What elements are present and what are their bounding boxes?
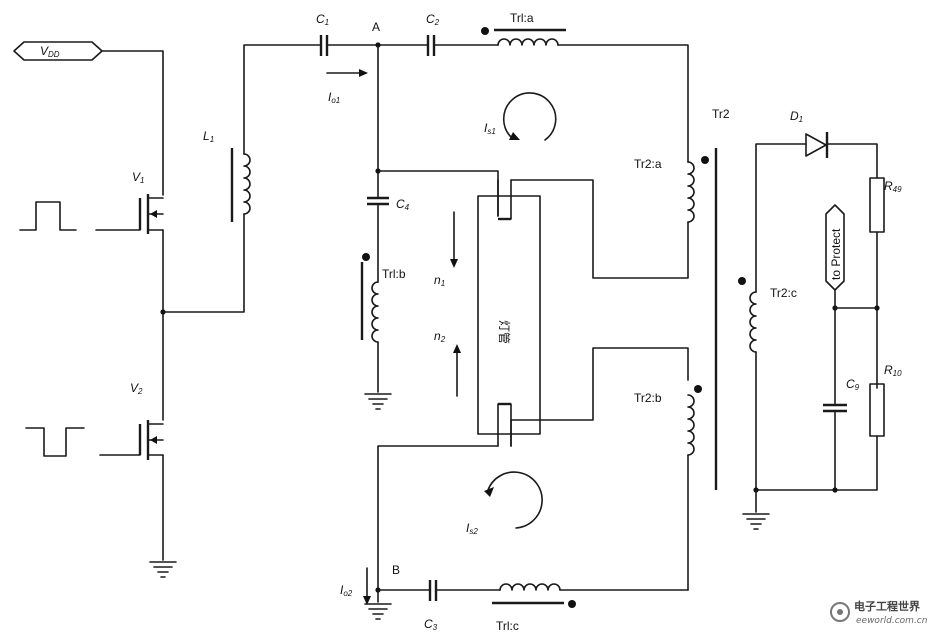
n2-label: n2 [434,329,446,344]
io2-label: Io2 [340,583,353,598]
winding-tr2-c: Tr2:c [738,143,807,491]
capacitor-c9: C9 [823,377,860,413]
n2-arrow: n2 [434,329,461,397]
mosfet-v2: V2 [99,381,164,460]
trl-b-label: Trl:b [382,267,406,281]
ground-symbol [149,561,177,578]
mosfet-v1: V1 [95,170,164,234]
c1-label: C1 [316,12,329,27]
tr2-c-label: Tr2:c [770,286,797,300]
winding-trl-c: Trl:c [492,583,576,633]
v1-label: V1 [132,170,144,185]
winding-trl-b: Trl:b [360,253,406,343]
gate-pulse-v1 [19,201,77,231]
node-b-label: B [392,563,400,577]
ground-symbol [742,513,770,530]
capacitor-c1: C1 [316,12,329,56]
r10-label: R10 [884,363,902,378]
lamp-label: 灯管 [497,320,512,344]
capacitor-c4: C4 [367,196,410,212]
c4-label: C4 [396,197,410,212]
is1-label: Is1 [484,121,496,136]
capacitor-c3: C3 [424,580,438,632]
vdd-label: VDD [40,44,60,59]
ground-symbol [364,603,392,620]
v2-label: V2 [130,381,143,396]
tr2-label: Tr2 [712,107,730,121]
lamp-tube: 灯管 [477,179,541,447]
io1-arrow: Io1 [326,69,368,105]
resistor-r49: R49 [869,177,902,233]
n1-label: n1 [434,273,445,288]
io1-label: Io1 [328,90,340,105]
tr2-b-label: Tr2:b [634,391,662,405]
watermark-site: eeworld.com.cn [856,616,928,626]
watermark-name: 电子工程世界 [854,599,920,613]
winding-tr2-b: Tr2:b [634,385,702,456]
capacitor-c2: C2 [426,12,440,56]
io2-arrow: Io2 [340,567,371,605]
watermark-logo: 电子工程世界 eeworld.com.cn [830,599,928,626]
winding-tr2-a: Tr2:a [634,156,709,223]
c9-label: C9 [846,377,860,392]
n1-arrow: n1 [434,211,458,288]
is2-circulation: Is2 [466,471,543,536]
protect-label: to Protect [829,228,843,280]
c2-label: C2 [426,12,440,27]
c3-label: C3 [424,617,438,632]
vdd-supply: VDD [13,41,164,196]
node-a-label: A [372,20,380,34]
tr2-a-label: Tr2:a [634,157,662,171]
gate-pulse-v2 [25,427,85,457]
diode-d1: D1 [790,109,829,158]
l1-label: L1 [203,129,214,144]
protect-signal-tag: to Protect [825,204,845,291]
trl-c-label: Trl:c [496,619,519,633]
resistor-r10: R10 [869,363,902,437]
d1-label: D1 [790,109,803,124]
inductor-l1: L1 [162,44,321,313]
r49-label: R49 [884,179,902,194]
is1-circulation: Is1 [484,92,557,141]
ground-symbol [364,393,392,410]
winding-trl-a: Trl:a [481,11,566,46]
is2-label: Is2 [466,521,478,536]
trl-a-label: Trl:a [510,11,534,25]
